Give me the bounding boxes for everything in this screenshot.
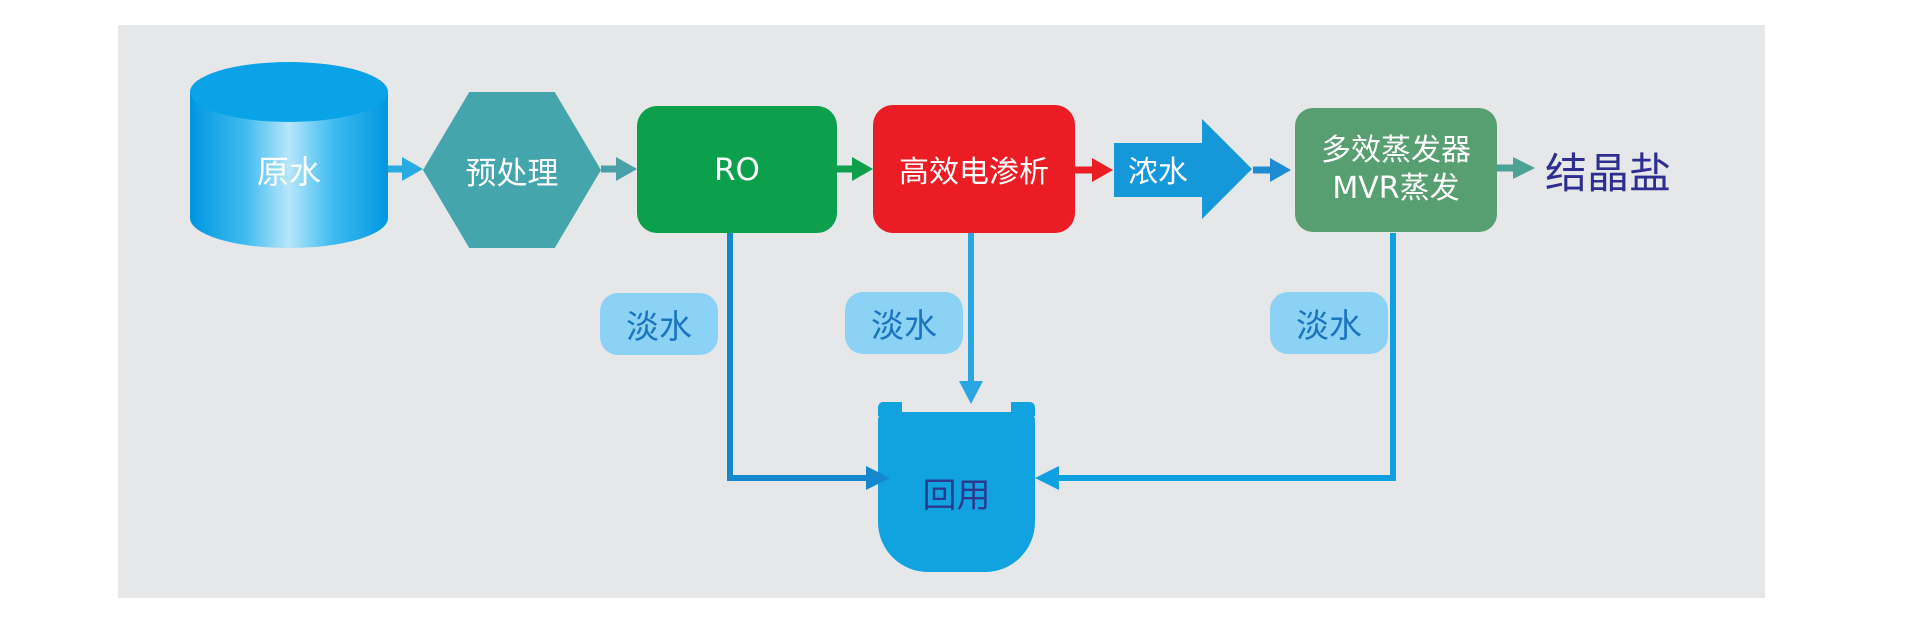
node-evaporator-box: 多效蒸发器 MVR蒸发 bbox=[1295, 108, 1497, 232]
fresh-water-label-3: 淡水 bbox=[1296, 306, 1362, 345]
node-raw-water-cylinder: 原水 bbox=[190, 62, 388, 248]
evaporator-label-line2: MVR蒸发 bbox=[1332, 171, 1460, 206]
fresh-water-label-1: 淡水 bbox=[626, 307, 692, 346]
raw-water-label: 原水 bbox=[256, 153, 321, 191]
evaporator-label-line1: 多效蒸发器 bbox=[1321, 133, 1471, 168]
crystal-salt-label: 结晶盐 bbox=[1545, 148, 1672, 198]
electrodialysis-label: 高效电渗析 bbox=[899, 155, 1049, 190]
node-crystal-salt-text: 结晶盐 bbox=[1545, 142, 1725, 198]
pretreatment-label: 预处理 bbox=[465, 155, 559, 192]
fresh-water-pill-ro: 淡水 bbox=[600, 293, 718, 355]
fresh-water-label-2: 淡水 bbox=[871, 306, 937, 345]
fresh-water-pill-evaporator: 淡水 bbox=[1270, 292, 1388, 354]
concentrate-label: 浓水 bbox=[1128, 155, 1189, 190]
node-electrodialysis-box: 高效电渗析 bbox=[873, 105, 1075, 233]
node-reuse-tank: 回用 bbox=[878, 412, 1035, 572]
reuse-label: 回用 bbox=[922, 475, 991, 516]
cylinder-top-ellipse bbox=[190, 62, 388, 122]
fresh-water-pill-electrodialysis: 淡水 bbox=[845, 292, 963, 354]
node-ro-box: RO bbox=[637, 106, 837, 233]
ro-label: RO bbox=[714, 151, 760, 188]
